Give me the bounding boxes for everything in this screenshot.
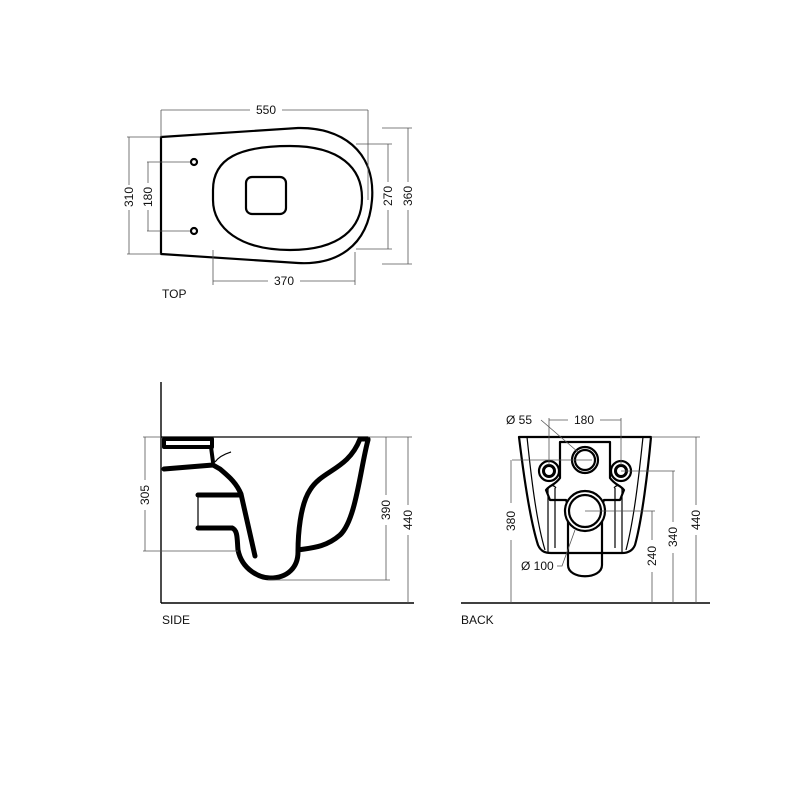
dim-back-outlet-diameter: Ø 100 [521, 559, 554, 573]
dim-back-inlet-diameter: Ø 55 [506, 413, 532, 427]
dim-back-440: 440 [689, 510, 703, 530]
side-view: 305 390 440 SIDE [138, 382, 415, 627]
dim-top-180: 180 [141, 187, 155, 207]
dim-top-310: 310 [122, 187, 136, 207]
back-view-label: BACK [461, 613, 494, 627]
dim-top-550: 550 [256, 103, 276, 117]
top-view-label: TOP [162, 287, 186, 301]
side-bowl-body [229, 436, 371, 581]
top-fixing-hole-lower [189, 226, 199, 236]
side-trap-upper [161, 462, 258, 559]
dim-side-440: 440 [401, 510, 415, 530]
top-fixing-hole-upper [189, 157, 199, 167]
side-hinge-block [162, 437, 214, 449]
dim-back-380: 380 [504, 511, 518, 531]
dim-top-370: 370 [274, 274, 294, 288]
dim-back-240: 240 [645, 546, 659, 566]
dim-top-360: 360 [401, 186, 415, 206]
dim-side-390: 390 [379, 500, 393, 520]
dim-back-340: 340 [666, 527, 680, 547]
dim-side-305: 305 [138, 485, 152, 505]
back-view: 180 Ø 55 Ø 100 380 240 340 440 BACK [461, 413, 710, 627]
dim-back-180: 180 [574, 413, 594, 427]
side-view-label: SIDE [162, 613, 190, 627]
top-body-outline [159, 126, 374, 265]
top-view: 550 310 180 370 270 360 TOP [122, 103, 415, 301]
top-bowl-rim [211, 144, 364, 252]
dim-top-270: 270 [381, 186, 395, 206]
top-drain [244, 175, 288, 216]
